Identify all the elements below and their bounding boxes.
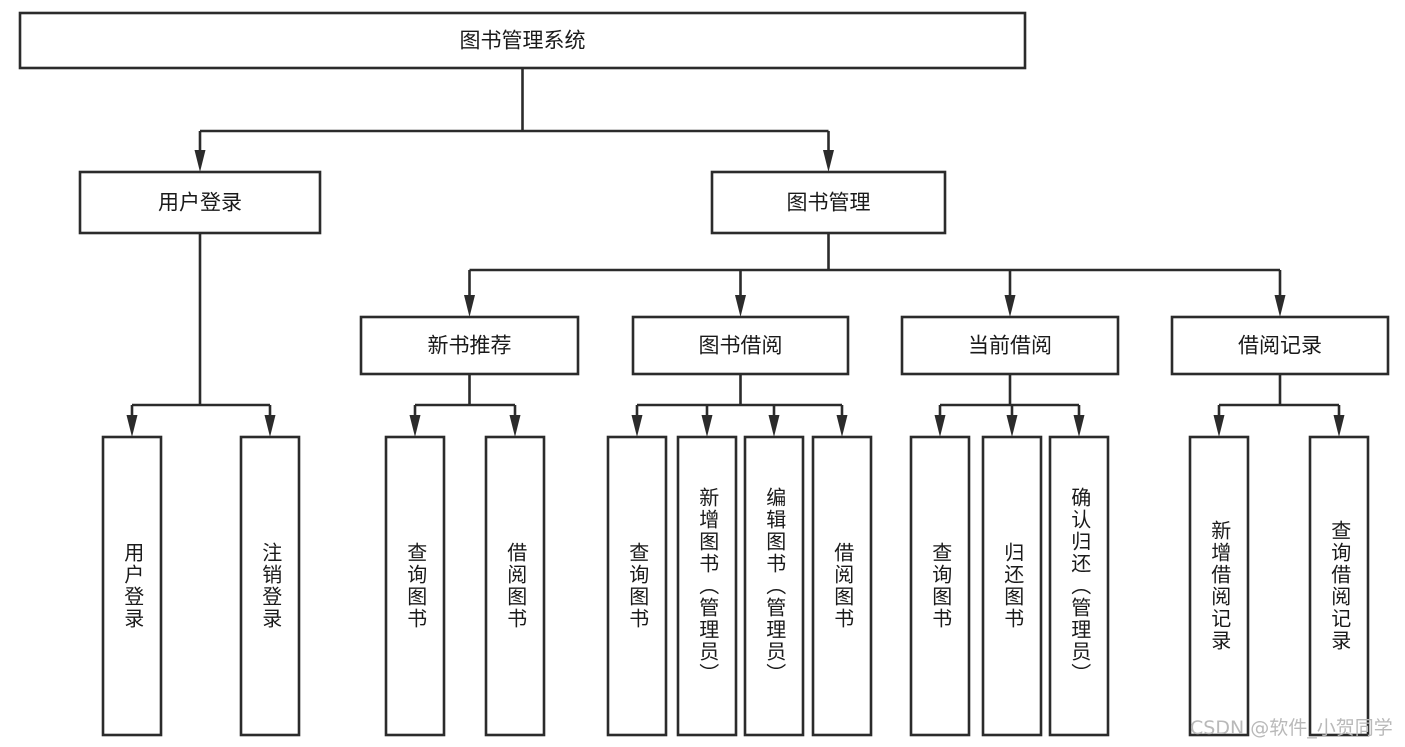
arrow-head-leaf-归还图书	[1006, 415, 1018, 437]
arrow-head-leaf-注销登录	[264, 415, 276, 437]
arrow-head-leaf-确认归还管理员	[1073, 415, 1085, 437]
leaf-box-注销登录[interactable]	[239, 435, 301, 737]
leaf-box-借阅图书[interactable]	[811, 435, 873, 737]
node-box-新书推荐[interactable]	[359, 315, 580, 376]
node-box-图书管理[interactable]	[710, 170, 947, 235]
arrow-head-leaf-查询图书	[409, 415, 421, 437]
arrow-head-leaf-查询图书	[631, 415, 643, 437]
arrow-head-leaf-用户登录	[126, 415, 138, 437]
node-label-图书借阅: 图书借阅	[699, 334, 783, 358]
arrow-head-图书借阅	[735, 295, 746, 317]
arrow-head-leaf-查询借阅记录	[1333, 415, 1345, 437]
leaf-box-查询图书[interactable]	[909, 435, 971, 737]
arrow-head-leaf-借阅图书	[509, 415, 521, 437]
arrow-head-leaf-新增借阅记录	[1213, 415, 1225, 437]
leaf-box-查询借阅记录[interactable]	[1308, 435, 1370, 737]
watermark-text: CSDN @软件_小贺同学	[1190, 717, 1393, 739]
arrow-head-leaf-借阅图书	[836, 415, 848, 437]
leaf-box-新增借阅记录[interactable]	[1188, 435, 1250, 737]
arrow-head-新书推荐	[464, 295, 475, 317]
connector-layer	[126, 68, 1345, 437]
leaf-box-编辑图书管理员[interactable]	[743, 435, 805, 737]
node-label-当前借阅: 当前借阅	[968, 334, 1052, 358]
node-label-借阅记录: 借阅记录	[1238, 334, 1322, 358]
arrow-head-leaf-编辑图书管理员	[768, 415, 780, 437]
leaf-box-确认归还管理员[interactable]	[1048, 435, 1110, 737]
node-box-图书借阅[interactable]	[631, 315, 850, 376]
node-label-用户登录: 用户登录	[158, 191, 242, 215]
arrow-head-leaf-新增图书管理员	[701, 415, 713, 437]
node-label-图书管理: 图书管理	[787, 191, 871, 215]
arrow-head-用户登录	[194, 150, 206, 172]
leaf-box-归还图书[interactable]	[981, 435, 1043, 737]
leaf-box-查询图书[interactable]	[384, 435, 446, 737]
node-box-layer	[18, 11, 1390, 737]
arrow-head-图书管理	[823, 150, 834, 172]
node-box-借阅记录[interactable]	[1170, 315, 1390, 376]
node-box-root[interactable]	[18, 11, 1027, 70]
node-box-用户登录[interactable]	[78, 170, 322, 235]
arrow-head-借阅记录	[1274, 295, 1286, 317]
arrow-head-leaf-查询图书	[934, 415, 946, 437]
leaf-box-借阅图书[interactable]	[484, 435, 546, 737]
node-label-root: 图书管理系统	[460, 29, 586, 53]
leaf-box-用户登录[interactable]	[101, 435, 163, 737]
leaf-box-查询图书[interactable]	[606, 435, 668, 737]
leaf-box-新增图书管理员[interactable]	[676, 435, 738, 737]
arrow-head-当前借阅	[1004, 295, 1016, 317]
node-box-当前借阅[interactable]	[900, 315, 1120, 376]
node-label-新书推荐: 新书推荐	[428, 334, 512, 358]
